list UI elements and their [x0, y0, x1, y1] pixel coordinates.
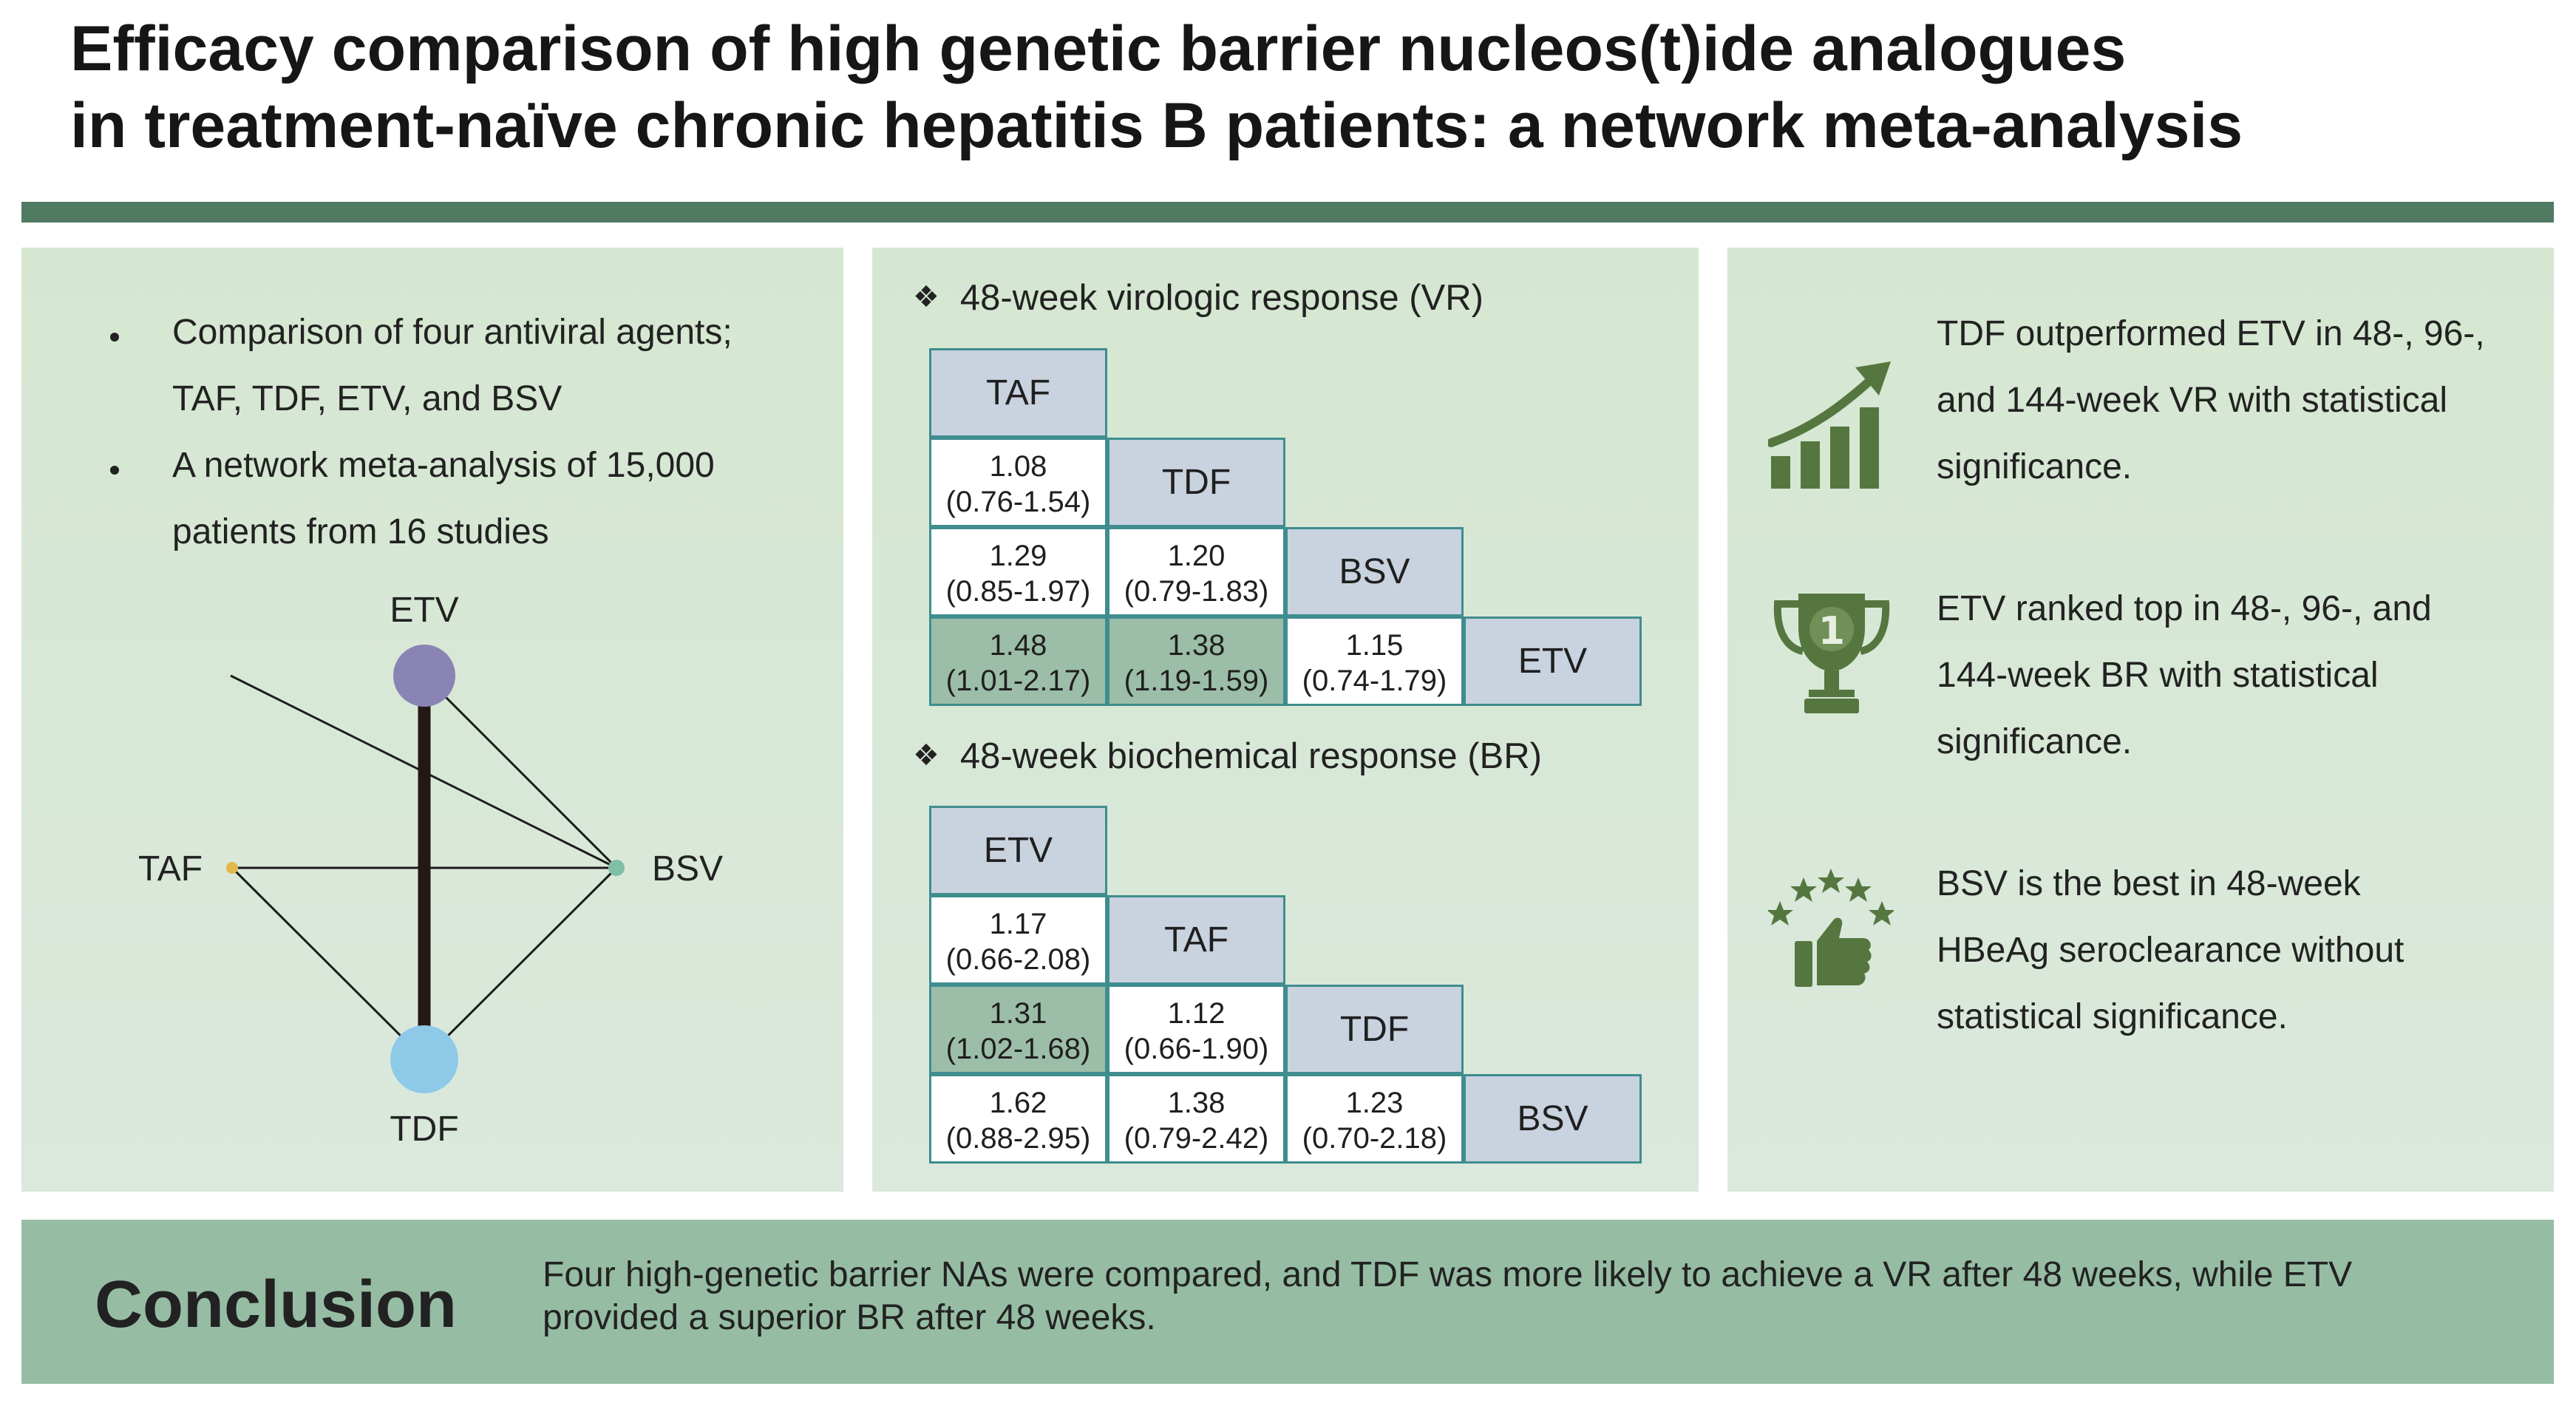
label-tdf: TDF: [390, 1110, 458, 1149]
conclusion-line: Four high-genetic barrier NAs were compa…: [543, 1255, 2353, 1294]
title-line-2: in treatment-naïve chronic hepatitis B p…: [70, 90, 2243, 161]
comparison-cell: 1.15(0.74-1.79): [1285, 617, 1464, 706]
drug-cell-etv: ETV: [1464, 617, 1642, 706]
odds-ratio-value: 1.29: [989, 540, 1047, 572]
confidence-interval: (1.01-2.17): [945, 665, 1091, 697]
conclusion-text: Four high-genetic barrier NAs were compa…: [543, 1254, 2501, 1339]
page-title: Efficacy comparison of high genetic barr…: [70, 10, 2509, 164]
node-tdf: [390, 1025, 458, 1093]
odds-ratio-value: 1.62: [989, 1087, 1047, 1119]
br-heading: ❖ 48-week biochemical response (BR): [913, 736, 1542, 777]
comparison-cell: 1.08(0.76-1.54): [929, 438, 1107, 527]
comparison-cell: 1.20(0.79-1.83): [1107, 527, 1285, 617]
comparison-cell: 1.29(0.85-1.97): [929, 527, 1107, 617]
finding-line: BSV is the best in 48-week: [1937, 864, 2361, 903]
odds-ratio-value: 1.23: [1345, 1087, 1404, 1119]
finding-line: statistical significance.: [1937, 997, 2288, 1036]
bullet-dot: [110, 466, 119, 475]
edge-taf-tdf: [231, 866, 426, 1061]
confidence-interval: (0.66-2.08): [945, 943, 1091, 976]
title-divider-bar: [21, 202, 2554, 223]
diamond-bullet-icon: ❖: [913, 739, 939, 772]
svg-text:1: 1: [1818, 609, 1845, 653]
conclusion-line: provided a superior BR after 48 weeks.: [543, 1298, 1156, 1337]
drug-cell-taf: TAF: [929, 348, 1107, 438]
odds-ratio-value: 1.38: [1167, 1087, 1226, 1119]
confidence-interval: (0.70-2.18): [1302, 1122, 1447, 1155]
confidence-interval: (0.85-1.97): [945, 575, 1091, 608]
comparison-cell: 1.23(0.70-2.18): [1285, 1074, 1464, 1164]
odds-ratio-value: 1.48: [989, 629, 1047, 662]
odds-ratio-value: 1.20: [1167, 540, 1226, 572]
trophy-icon: 1: [1773, 594, 1890, 713]
key-findings-panel: TDF outperformed ETV in 48-, 96-, and 14…: [1727, 248, 2554, 1192]
comparison-cell: 1.17(0.66-2.08): [929, 895, 1107, 985]
confidence-interval: (0.76-1.54): [945, 486, 1091, 518]
comparison-cell: 1.38(0.79-2.42): [1107, 1074, 1285, 1164]
confidence-interval: (0.79-2.42): [1124, 1122, 1269, 1155]
confidence-interval: (0.74-1.79): [1302, 665, 1447, 697]
odds-ratio-value: 1.08: [989, 450, 1047, 483]
odds-ratio-value: 1.17: [989, 908, 1047, 940]
drug-cell-tdf: TDF: [1285, 985, 1464, 1074]
bullet-line: Comparison of four antiviral agents;: [172, 313, 733, 352]
finding-line: 144-week BR with statistical: [1937, 656, 2379, 695]
bullet-dot: [110, 333, 119, 342]
confidence-interval: (1.02-1.68): [945, 1033, 1091, 1065]
bullet-line: patients from 16 studies: [172, 512, 549, 551]
drug-cell-bsv: BSV: [1464, 1074, 1642, 1164]
node-bsv: [608, 860, 625, 876]
finding-line: TDF outperformed ETV in 48-, 96-,: [1937, 314, 2485, 353]
drug-cell-etv: ETV: [929, 806, 1107, 895]
bullet-line: TAF, TDF, ETV, and BSV: [172, 379, 563, 418]
finding-line: HBeAg seroclearance without: [1937, 931, 2405, 970]
thumbs-up-stars-icon: [1768, 869, 1894, 987]
finding-line: significance.: [1937, 722, 2132, 761]
finding-line: and 144-week VR with statistical: [1937, 381, 2447, 420]
significant-comparison-cell: 1.38(1.19-1.59): [1107, 617, 1285, 706]
network-diagram: ETV TDF TAF BSV: [138, 591, 723, 1149]
label-taf: TAF: [138, 849, 203, 889]
diamond-bullet-icon: ❖: [913, 281, 939, 313]
study-overview-panel: Comparison of four antiviral agents; TAF…: [21, 248, 843, 1192]
vr-heading: ❖ 48-week virologic response (VR): [913, 277, 1484, 319]
significant-comparison-cell: 1.48(1.01-2.17): [929, 617, 1107, 706]
odds-ratio-value: 1.15: [1345, 629, 1404, 662]
confidence-interval: (0.66-1.90): [1124, 1033, 1269, 1065]
comparison-cell: 1.62(0.88-2.95): [929, 1074, 1107, 1164]
drug-cell-bsv: BSV: [1285, 527, 1464, 617]
comparison-cell: 1.12(0.66-1.90): [1107, 985, 1285, 1074]
odds-ratio-value: 1.31: [989, 997, 1047, 1030]
growth-chart-icon: [1768, 361, 1891, 489]
node-taf: [226, 862, 238, 874]
edge-etv-bsv-line: [423, 674, 618, 869]
vr-heading-text: 48-week virologic response (VR): [959, 278, 1484, 318]
node-etv: [393, 645, 455, 707]
confidence-interval: (0.88-2.95): [945, 1122, 1091, 1155]
confidence-interval: (1.19-1.59): [1124, 665, 1269, 697]
label-etv: ETV: [390, 591, 458, 630]
finding-line: ETV ranked top in 48-, 96-, and: [1937, 589, 2432, 628]
label-bsv: BSV: [652, 849, 723, 889]
finding-line: significance.: [1937, 447, 2132, 486]
odds-ratio-value: 1.12: [1167, 997, 1226, 1030]
bullet-line: A network meta-analysis of 15,000: [172, 446, 715, 485]
edge-bsv-tdf: [423, 866, 618, 1061]
conclusion-heading: Conclusion: [95, 1268, 457, 1342]
significant-comparison-cell: 1.31(1.02-1.68): [929, 985, 1107, 1074]
odds-ratio-value: 1.38: [1167, 629, 1226, 662]
conclusion-banner: Conclusion Four high-genetic barrier NAs…: [21, 1220, 2554, 1384]
drug-cell-taf: TAF: [1107, 895, 1285, 985]
br-heading-text: 48-week biochemical response (BR): [959, 736, 1542, 776]
title-line-1: Efficacy comparison of high genetic barr…: [70, 13, 2127, 84]
drug-cell-tdf: TDF: [1107, 438, 1285, 527]
confidence-interval: (0.79-1.83): [1124, 575, 1269, 608]
